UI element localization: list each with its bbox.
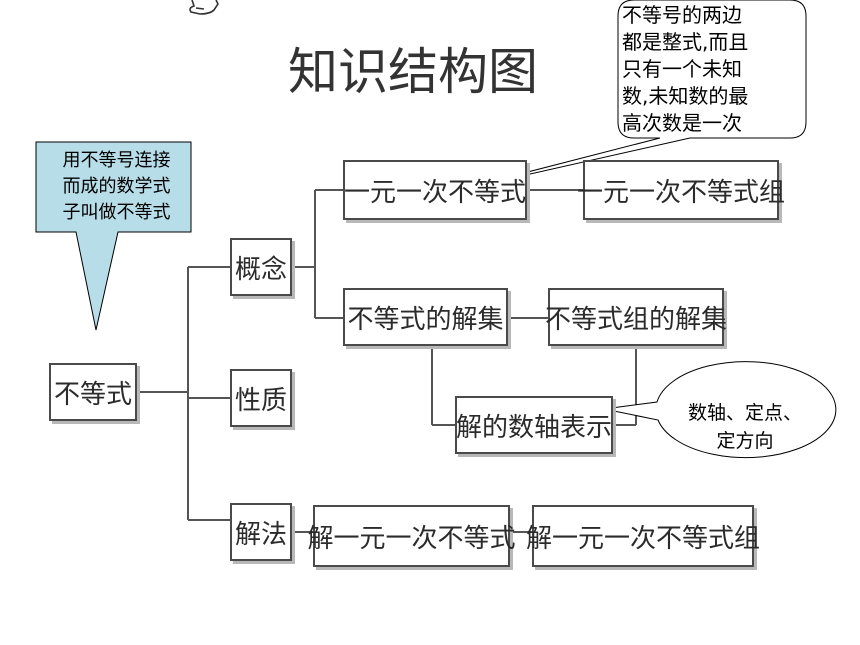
node-root: 不等式 (49, 363, 137, 421)
node-concept: 概念 (230, 238, 292, 296)
node-linear-inequality: 一元一次不等式 (343, 160, 527, 220)
node-linear-system: 一元一次不等式组 (577, 160, 785, 220)
definition-callout-text: 用不等号连接 而成的数学式 子叫做不等式 (62, 150, 171, 223)
page-title: 知识结构图 (288, 43, 538, 101)
connectors (137, 189, 637, 533)
node-system-solution-set: 不等式组的解集 (545, 288, 727, 346)
linear-def-callout-shape (445, 0, 807, 194)
node-solution-set: 不等式的解集 (343, 288, 508, 346)
linear-def-callout-text: 不等号的两边 都是整式,而且 只有一个未知 数,未知数的最 高次数是一次 (622, 3, 749, 135)
node-method: 解法 (230, 503, 292, 561)
node-number-line: 解的数轴表示 (455, 396, 613, 454)
node-property: 性质 (230, 369, 292, 427)
number-line-callout-shape (603, 361, 837, 459)
node-solve-linear: 解一元一次不等式 (308, 505, 516, 567)
definition-callout-shape (35, 141, 192, 331)
pointing-hand-icon (189, 0, 219, 15)
number-line-callout-text: 数轴、定点、 定方向 (687, 402, 802, 452)
node-solve-system: 解一元一次不等式组 (526, 505, 760, 567)
